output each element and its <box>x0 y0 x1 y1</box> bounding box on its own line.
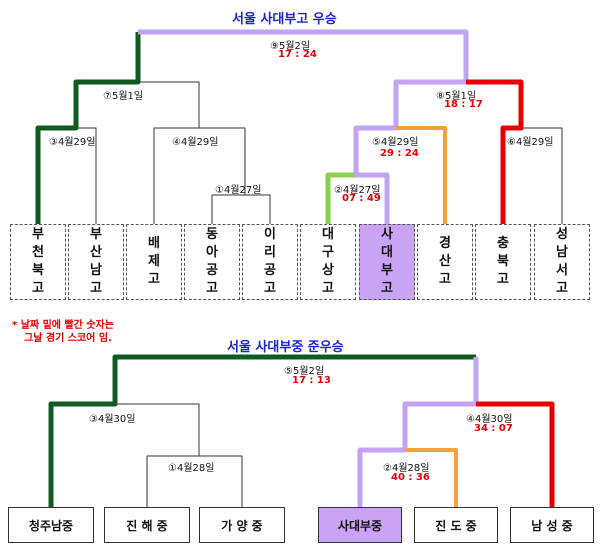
team-char: 리 <box>264 245 276 260</box>
team-char: 성 <box>556 227 568 242</box>
match-date: ⑧5월1일 <box>436 91 477 102</box>
match-date: ⑤5월2일 <box>284 366 325 377</box>
team-char: 사 <box>381 227 393 242</box>
note-line: 그날 경기 스코어 임. <box>24 333 112 344</box>
match-score: 18 : 17 <box>444 99 483 110</box>
match-date: ③4월29일 <box>49 137 96 148</box>
team-char: 공 <box>264 263 276 278</box>
team-box-bottom: 진 도 중 <box>414 507 498 543</box>
team-char: 상 <box>322 263 334 278</box>
match-date: ①4월28일 <box>168 463 215 474</box>
path-bucheon <box>35 32 141 224</box>
path-daegu <box>325 172 356 224</box>
match-score: 29 : 24 <box>380 148 419 159</box>
champion-title: 서울 사대부고 우승 <box>232 12 337 27</box>
team-char: 산 <box>439 254 451 269</box>
team-char: 고 <box>264 281 276 296</box>
team-char: 공 <box>206 263 218 278</box>
team-char: 산 <box>90 245 102 260</box>
path-sadae-mid <box>357 357 479 507</box>
team-char: 경 <box>439 236 451 251</box>
team-char: 배 <box>148 236 160 251</box>
team-char: 고 <box>497 272 509 287</box>
match-date: ④4월30일 <box>466 414 513 425</box>
team-char: 고 <box>206 281 218 296</box>
team-box-bottom: 청주남중 <box>8 507 94 543</box>
team-char: 부 <box>32 227 44 242</box>
match-date: ④4월29일 <box>172 137 219 148</box>
team-char: 고 <box>90 281 102 296</box>
match-score: 17 : 24 <box>278 49 317 60</box>
team-char: 고 <box>556 281 568 296</box>
path-cheongju <box>48 354 476 507</box>
match-score: 17 : 13 <box>292 375 331 386</box>
team-box-bottom: 진 해 중 <box>104 507 190 543</box>
team-char: 대 <box>322 227 334 242</box>
match-date: ⑥4월29일 <box>507 137 554 148</box>
match-date: ⑤4월29일 <box>372 137 419 148</box>
team-box-bottom: 가 양 중 <box>199 507 285 543</box>
runner-up-title: 서울 사대부중 준우승 <box>227 340 344 355</box>
team-box-bottom: 남 성 중 <box>510 507 594 543</box>
path-chungbuk <box>466 79 524 224</box>
team-char: 북 <box>32 263 44 278</box>
path-gyeongsan <box>396 126 447 224</box>
team-char: 이 <box>264 227 276 242</box>
match-score: 40 : 36 <box>391 472 430 483</box>
team-char: 고 <box>32 281 44 296</box>
match-date: ②4월28일 <box>383 463 430 474</box>
team-char: 구 <box>322 245 334 260</box>
team-char: 천 <box>32 245 44 260</box>
team-char: 서 <box>556 263 568 278</box>
team-char: 북 <box>497 254 509 269</box>
team-char: 부 <box>381 263 393 278</box>
team-char: 제 <box>148 254 160 269</box>
team-char: 아 <box>206 245 218 260</box>
match1-line <box>211 194 271 224</box>
team-char: 대 <box>381 245 393 260</box>
path-namseong <box>476 401 555 507</box>
match-date: ③4월30일 <box>89 414 136 425</box>
team-char: 부 <box>90 227 102 242</box>
b-match1-line <box>146 455 243 507</box>
team-char: 고 <box>322 281 334 296</box>
path-jindo <box>405 448 458 507</box>
team-char: 고 <box>381 281 393 296</box>
team-char: 충 <box>497 236 509 251</box>
match-score: 34 : 07 <box>474 423 513 434</box>
team-box-bottom: 사대부중 <box>318 507 402 543</box>
team-char: 남 <box>556 245 568 260</box>
match-date: ①4월27일 <box>215 185 262 196</box>
note-line: * 날짜 밑에 빨간 숫자는 <box>12 320 114 331</box>
match-score: 07 : 49 <box>342 193 381 204</box>
team-char: 동 <box>206 227 218 242</box>
match-date: ⑨5월2일 <box>270 41 311 52</box>
team-char: 고 <box>148 272 160 287</box>
team-char: 남 <box>90 263 102 278</box>
match-date: ⑦5월1일 <box>103 91 144 102</box>
team-char: 고 <box>439 272 451 287</box>
match-date: ②4월27일 <box>334 185 381 196</box>
